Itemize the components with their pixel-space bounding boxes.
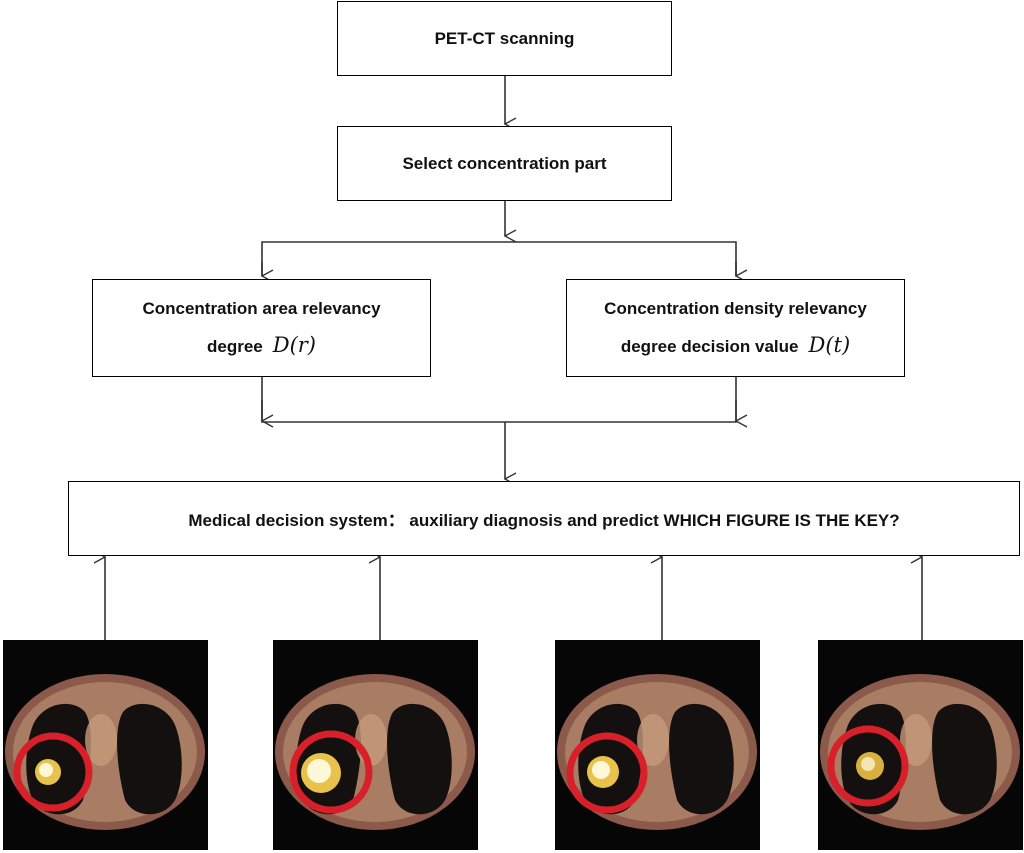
step-select-concentration: Select concentration part <box>337 126 672 201</box>
density-relevancy-symbol: D(t) <box>808 333 851 357</box>
lesion-marker <box>289 730 373 814</box>
lesion-marker <box>13 732 93 812</box>
step-select-concentration-label: Select concentration part <box>402 153 607 173</box>
area-relevancy-line1: Concentration area relevancy <box>142 299 381 318</box>
step-pet-ct-scanning: PET-CT scanning <box>337 1 672 76</box>
decision-system-box: Medical decision system： auxiliary diagn… <box>68 481 1020 556</box>
scan-image-3 <box>555 640 760 850</box>
density-relevancy-box: Concentration density relevancy degree d… <box>566 279 905 377</box>
scan-image-4 <box>818 640 1023 850</box>
merge-line <box>261 376 737 423</box>
area-relevancy-line2: degree <box>206 337 263 356</box>
split-line <box>261 241 737 276</box>
decision-system-label: Medical decision system： auxiliary diagn… <box>188 511 900 530</box>
lesion-marker <box>566 732 648 814</box>
density-relevancy-line2: degree decision value <box>620 337 799 356</box>
density-relevancy-line1: Concentration density relevancy <box>604 299 867 318</box>
step-pet-ct-scanning-label: PET-CT scanning <box>434 28 575 48</box>
scan-image-2 <box>273 640 478 850</box>
lesion-marker <box>827 725 909 807</box>
area-relevancy-box: Concentration area relevancy degree D(r) <box>92 279 431 377</box>
scan-image-1 <box>3 640 208 850</box>
area-relevancy-symbol: D(r) <box>272 333 316 357</box>
